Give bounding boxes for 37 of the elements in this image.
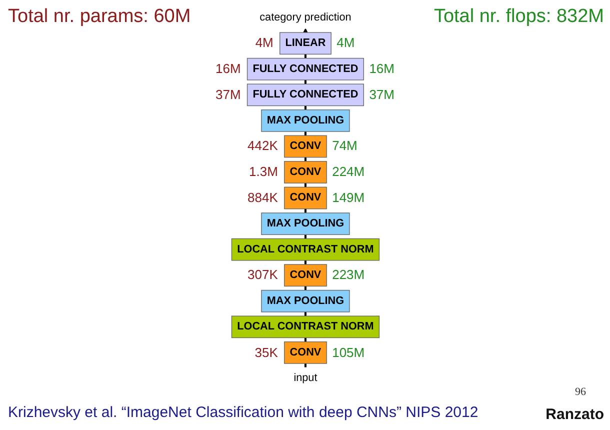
node-box: MAX POOLING (260, 290, 350, 312)
flop-count: 4M (336, 35, 355, 50)
node-box: CONV (284, 264, 326, 287)
node-box: CONV (284, 341, 326, 364)
node-box: CONV (284, 186, 326, 210)
node-text: input (293, 372, 317, 384)
node-box: LOCAL CONTRAST NORM (230, 316, 380, 338)
author-name: Ranzato (546, 406, 604, 423)
page-number: 96 (575, 386, 586, 398)
parameter-count: 307K (248, 267, 278, 282)
parameter-count: 884K (248, 190, 278, 205)
node-box: FULLY CONNECTED (246, 58, 364, 80)
node-box: FULLY CONNECTED (246, 84, 364, 106)
node-box: MAX POOLING (260, 212, 350, 235)
flop-count: 16M (369, 61, 394, 76)
total-flops: Total nr. flops: 832M (434, 6, 604, 28)
parameter-count: 1.3M (249, 164, 278, 180)
parameter-count: 16M (216, 61, 241, 76)
arrow (302, 28, 308, 34)
node-box: MAX POOLING (260, 109, 350, 132)
flop-count: 224M (332, 164, 365, 180)
node-box: LOCAL CONTRAST NORM (230, 238, 380, 261)
flop-count: 223M (332, 267, 365, 282)
parameter-count: 4M (255, 35, 274, 50)
parameter-count: 442K (248, 138, 278, 154)
node-box: CONV (284, 135, 326, 158)
node-box: CONV (284, 161, 326, 184)
node-box: LINEAR (279, 32, 331, 55)
parameter-count: 37M (216, 86, 241, 102)
flop-count: 74M (332, 138, 358, 154)
flop-count: 105M (332, 344, 365, 360)
total-params: Total nr. params: 60M (8, 6, 191, 28)
citation: Krizhevsky et al. “ImageNet Classification with deep CNNs” NIPS 2012 (8, 404, 478, 421)
flop-count: 37M (369, 86, 394, 102)
parameter-count: 35K (254, 344, 278, 360)
node-text: category prediction (259, 11, 351, 23)
flop-count: 149M (332, 190, 365, 205)
